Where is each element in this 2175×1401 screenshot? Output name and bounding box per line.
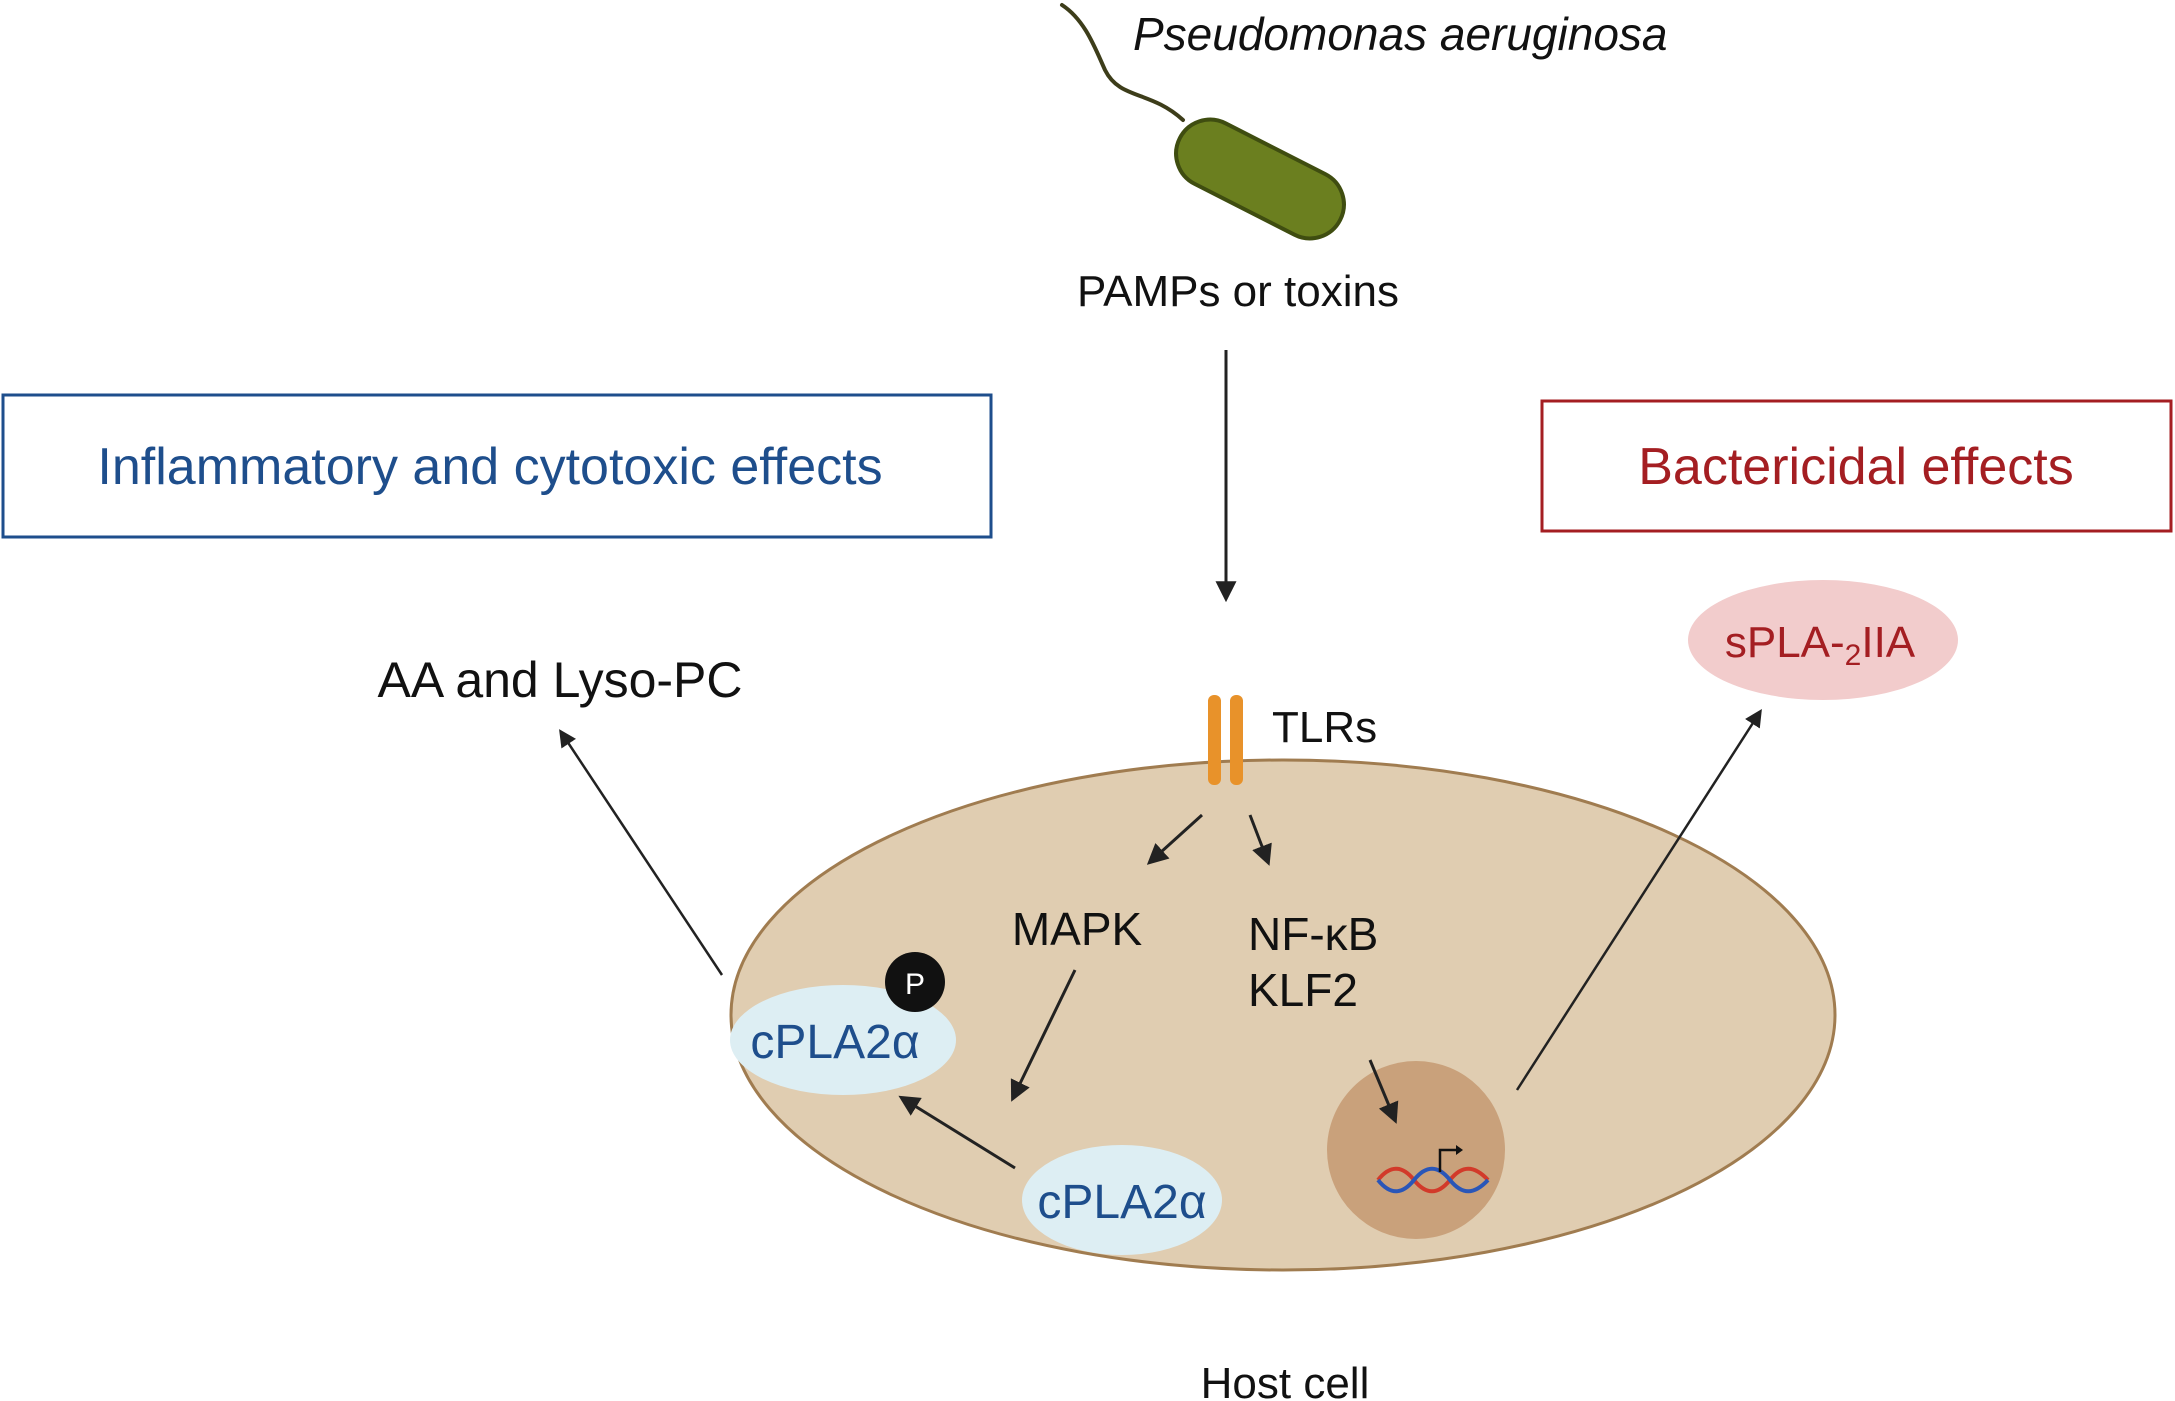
tlr-label: TLRs: [1272, 703, 1377, 752]
cpla-activation-arrow: [898, 1095, 1016, 1170]
bactericidal-effects-title: Bactericidal effects: [1638, 438, 2073, 496]
host-cell-label: Host cell: [1201, 1359, 1370, 1401]
pamps-label: PAMPs or toxins: [1077, 267, 1399, 316]
tf-to-nucleus-arrow: [1368, 1059, 1399, 1124]
mapk-label: MAPK: [1012, 903, 1143, 955]
cpla2a-inactive-bubble: [1022, 1145, 1222, 1255]
klf2-label: KLF2: [1248, 964, 1358, 1016]
bactericidal-effects-box: [1540, 399, 2173, 533]
bacterium-icon: [1060, 3, 1346, 241]
phospho-badge-label: P: [905, 968, 925, 1001]
bacterium-name: Pseudomonas aeruginosa: [1133, 8, 1667, 60]
flagellum-icon: [1060, 3, 1185, 122]
tlr-to-mapk-arrow: [1146, 813, 1204, 865]
phospho-badge-icon: P: [885, 952, 945, 1012]
tlr-receptor-icon: [1208, 695, 1243, 785]
tlr-to-nfkb-arrow: [1248, 814, 1272, 866]
transcription-start-icon: [1438, 1148, 1460, 1172]
spla2iia-prefix: sPLA-: [1725, 618, 1845, 667]
inflammatory-effects-box: [1, 393, 993, 539]
nucleus-to-spla-arrow: [1515, 709, 1762, 1091]
cpla2a-phospho-label: cPLA2α: [750, 1016, 919, 1069]
nucleus: [1327, 1061, 1505, 1239]
mapk-to-cpla-arrow: [1010, 969, 1077, 1102]
dna-icon: [1376, 1145, 1490, 1194]
cpla-to-products-arrow: [559, 729, 724, 976]
host-cell: [729, 758, 1837, 1272]
spla2iia-suffix: IIA: [1861, 618, 1915, 667]
spla2iia-subscript: 2: [1845, 639, 1862, 672]
cpla2a-inactive-label: cPLA2α: [1037, 1176, 1206, 1229]
products-label: AA and Lyso-PC: [377, 652, 742, 708]
cpla2a-phospho-bubble: [730, 985, 956, 1095]
nfkb-label: NF-κB: [1248, 908, 1378, 960]
spla2iia-label: sPLA-2IIA: [1725, 618, 1916, 672]
bacterium-body: [1174, 117, 1346, 241]
spla2iia-bubble: [1688, 580, 1958, 700]
inflammatory-effects-title: Inflammatory and cytotoxic effects: [97, 438, 882, 496]
